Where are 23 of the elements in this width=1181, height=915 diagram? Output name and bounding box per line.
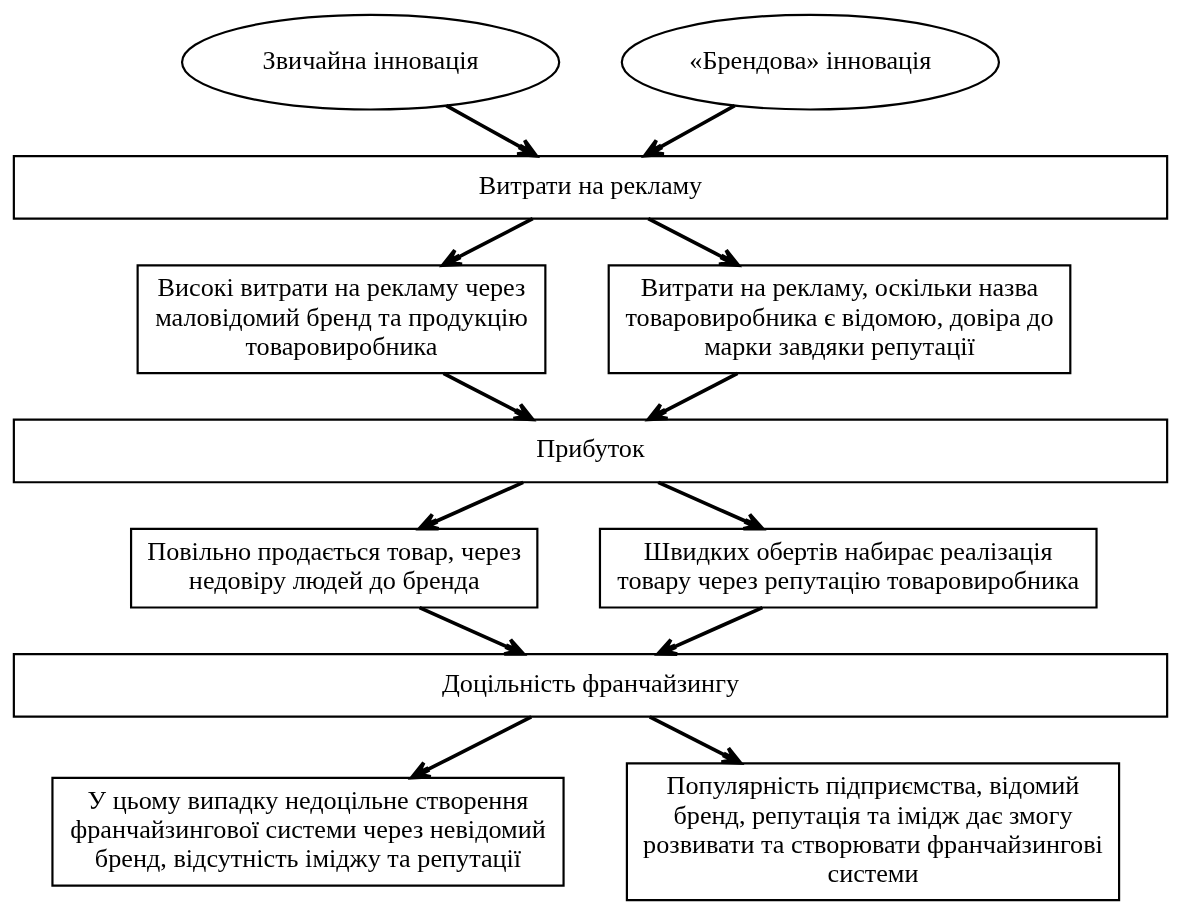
- arrow: [646, 371, 739, 422]
- node-ellipse: «Брендова» інновація: [620, 13, 1001, 111]
- node-box: Високі витрати на рекламу через маловідомий бренд та продукцію товаровиробника: [136, 264, 547, 375]
- node-box: Витрати на рекламу, оскільки назва товаровиробника є відомою, довіра до марки завдяки репутації: [607, 264, 1072, 375]
- node-box: Прибуток: [12, 418, 1169, 484]
- arrow: [656, 606, 764, 656]
- arrow: [441, 217, 534, 268]
- arrow: [445, 104, 539, 158]
- arrow: [417, 480, 524, 531]
- arrow: [647, 217, 740, 268]
- node-box: Витрати на рекламу: [12, 155, 1169, 220]
- arrow: [418, 606, 526, 656]
- arrow: [642, 104, 736, 158]
- arrow: [657, 480, 765, 531]
- arrow: [409, 715, 533, 780]
- node-box: Популярність підприємства, відомий бренд, репутація та імідж дає змогу розвивати та створювати франчайзингові системи: [625, 762, 1121, 902]
- node-box: Швидких обертів набирає реалізація товару через репутацію товаровиробника: [598, 527, 1098, 609]
- node-ellipse: Звичайна інновація: [180, 13, 561, 111]
- node-box: Доцільність франчайзингу: [12, 653, 1169, 718]
- node-box: У цьому випадку недоцільне створення франчайзингової системи через невідомий бренд, відсутність іміджу та репутації: [51, 776, 565, 887]
- arrow: [442, 371, 535, 422]
- arrow: [648, 715, 743, 765]
- node-box: Повільно продається товар, через недовіру людей до бренда: [130, 527, 539, 609]
